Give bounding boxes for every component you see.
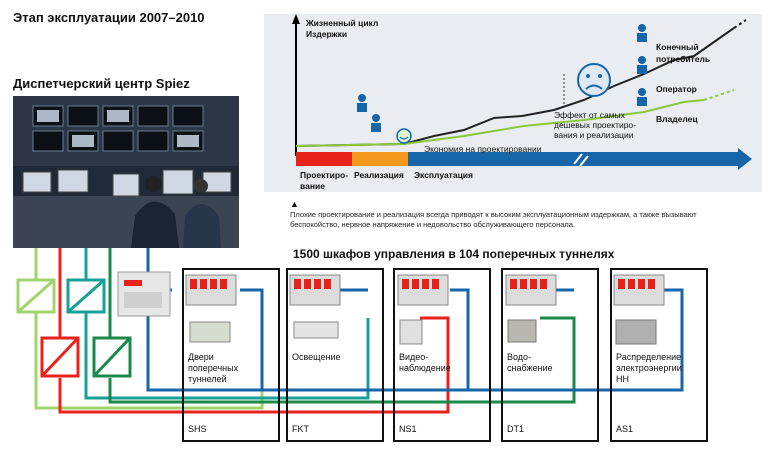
box-label-dt1-2: снабжение (507, 363, 553, 373)
chart-ytitle-1: Жизненный цикл (306, 18, 379, 28)
effect-label-2: дешевых проектиро- (554, 120, 636, 130)
role-end-user-1: Конечный (656, 42, 699, 52)
phase-design-bar (296, 152, 352, 166)
high-cost-line (295, 27, 735, 147)
phase-design-2: вание (300, 181, 325, 191)
cabinets-title: 1500 шкафов управления в 104 поперечных … (293, 247, 615, 261)
box-label-shs-3: туннелей (188, 374, 227, 384)
box-label-shs-2: поперечных (188, 363, 239, 373)
lifecycle-chart: Жизненный цикл Издержки Экономия на прое… (264, 14, 762, 192)
caption-line-2: беспокойство, нервное напряжение и недов… (290, 220, 576, 229)
box-label-dt1-1: Водо- (507, 352, 532, 362)
control-room-photo (13, 96, 239, 248)
box-code-dt1: DT1 (507, 424, 525, 434)
chart-ytitle-2: Издержки (306, 29, 348, 39)
cabinet-box-dt1 (501, 268, 599, 442)
phase-title: Этап эксплуатации 2007–2010 (13, 10, 205, 25)
box-label-fkt: Освещение (292, 352, 341, 362)
phase-build-bar (352, 152, 408, 166)
cabinet-box-ns1 (393, 268, 491, 442)
role-operator: Оператор (656, 84, 697, 94)
low-cost-line (295, 99, 705, 147)
box-code-shs: SHS (188, 424, 207, 434)
role-owner: Владелец (656, 114, 698, 124)
box-label-shs-1: Двери (188, 352, 214, 362)
phase-build: Реализация (354, 170, 404, 180)
box-label-as1-3: НН (616, 374, 629, 384)
role-end-user-2: потребитель (656, 54, 711, 64)
phase-operation-bar (408, 152, 738, 166)
box-label-ns1-1: Видео- (399, 352, 429, 362)
savings-label: Экономия на проектировании (424, 144, 542, 154)
cabinet-box-fkt (286, 268, 384, 442)
cabinet-box-as1 (610, 268, 708, 442)
caption-line-1: Плохие проектирование и реализация всегд… (290, 210, 697, 219)
phase-operation: Эксплуатация (414, 170, 473, 180)
effect-label-3: вания и реализации (554, 130, 634, 140)
effect-label-1: Эффект от самых (554, 110, 625, 120)
phase-design-1: Проектиро- (300, 170, 349, 180)
box-code-as1: AS1 (616, 424, 634, 434)
box-label-as1-1: Распределение (616, 352, 682, 362)
box-code-fkt: FKT (292, 424, 309, 434)
box-code-ns1: NS1 (399, 424, 417, 434)
triangle-icon: ▲ (290, 199, 299, 209)
box-label-ns1-2: наблюдение (399, 363, 451, 373)
cabinet-box-shs (182, 268, 280, 442)
center-title: Диспетчерский центр Spiez (13, 76, 190, 91)
box-label-as1-2: электроэнергии (616, 363, 682, 373)
